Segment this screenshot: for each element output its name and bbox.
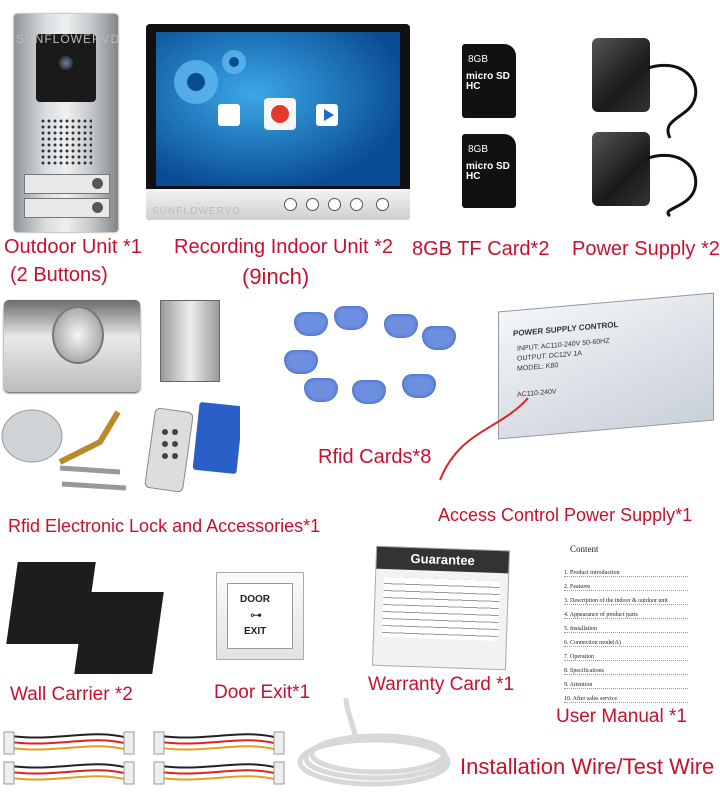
camera-panel xyxy=(36,34,96,102)
monitor-button xyxy=(306,198,319,211)
card-capacity: 8GB xyxy=(468,54,489,65)
watermark-text: SUNFLOWERVD xyxy=(152,206,241,217)
manual-toc-item: 4. Appearance of product parts xyxy=(564,612,688,619)
power-adapter-image xyxy=(592,132,650,206)
short-wires-icon xyxy=(3,731,285,785)
door-exit-label: Door Exit*1 xyxy=(214,682,311,703)
rfid-fob-icon xyxy=(294,312,328,336)
rfid-fob-icon xyxy=(352,380,386,404)
manual-toc-item: 3. Description of the indoor & outdoor u… xyxy=(564,598,688,605)
manual-toc-item: 5. Installation xyxy=(564,626,688,633)
manual-toc-item: 7. Operation xyxy=(564,654,688,661)
call-button-1 xyxy=(24,174,110,194)
exit-bottom-text: EXIT xyxy=(244,626,267,637)
call-button-2 xyxy=(24,198,110,218)
speaker-grill xyxy=(40,118,92,166)
installation-wire-label: Installation Wire/Test Wire xyxy=(460,754,715,779)
manual-toc-item: 2. Features xyxy=(564,584,688,591)
button-knob-icon xyxy=(92,178,103,189)
electronic-lock-image xyxy=(4,300,140,392)
manual-toc-item: 8. Specifications xyxy=(564,668,688,675)
tf-card-image: 8GB micro SD HC xyxy=(462,134,516,208)
indoor-monitor-image: SUNFLOWERVD xyxy=(146,24,410,220)
card-capacity: 8GB xyxy=(468,144,489,155)
rfid-fob-icon xyxy=(334,306,368,330)
lock-accessories-icon xyxy=(1,402,240,493)
outdoor-unit-sublabel: (2 Buttons) xyxy=(10,264,108,286)
wall-carrier-image xyxy=(74,592,164,674)
outdoor-unit-label: Outdoor Unit *1 xyxy=(4,236,142,258)
monitor-button xyxy=(350,198,363,211)
psu-title: POWER SUPPLY CONTROL xyxy=(513,319,619,339)
outdoor-unit-image xyxy=(14,14,118,232)
lock-cylinder-icon xyxy=(52,306,104,364)
rfid-cards-image xyxy=(280,302,470,420)
coiled-cable-icon xyxy=(297,697,451,787)
rfid-cards-label: Rfid Cards*8 xyxy=(318,446,432,468)
warranty-card-image: Guarantee xyxy=(371,545,511,671)
warranty-heading: Guarantee xyxy=(376,546,510,574)
monitor-bezel: SUNFLOWERVD xyxy=(146,189,410,220)
user-manual-image: Content 1. Product introduction 2. Featu… xyxy=(552,540,692,703)
manual-heading: Content xyxy=(570,544,599,554)
wall-carrier-label: Wall Carrier *2 xyxy=(10,684,133,705)
card-brand: micro SD HC xyxy=(466,161,510,182)
exit-button-face: DOOR ⊶ EXIT xyxy=(227,583,293,649)
exit-top-text: DOOR xyxy=(240,594,270,605)
gear-icon xyxy=(174,50,338,130)
button-knob-icon xyxy=(92,202,103,213)
power-adapter-image xyxy=(592,38,650,112)
door-exit-image: DOOR ⊶ EXIT xyxy=(216,572,304,660)
access-psu-label: Access Control Power Supply*1 xyxy=(438,505,693,525)
rfid-fob-icon xyxy=(402,374,436,398)
indoor-unit-sublabel: (9inch) xyxy=(242,264,310,289)
tf-card-image: 8GB micro SD HC xyxy=(462,44,516,118)
rfid-fob-icon xyxy=(304,378,338,402)
rfid-fob-icon xyxy=(284,350,318,374)
tf-card-label: 8GB TF Card*2 xyxy=(412,238,550,260)
warranty-card-label: Warranty Card *1 xyxy=(368,674,515,695)
rfid-fob-icon xyxy=(384,314,418,338)
cable-icon xyxy=(647,63,698,218)
card-brand: micro SD HC xyxy=(466,71,510,92)
rfid-lock-label: Rfid Electronic Lock and Accessories*1 xyxy=(8,516,321,536)
monitor-button xyxy=(284,198,297,211)
warranty-form-lines xyxy=(381,576,500,642)
manual-toc-item: 10. After sales service xyxy=(564,696,688,703)
camera-lens-icon xyxy=(59,56,73,70)
lock-bracket-image xyxy=(160,300,220,382)
indoor-unit-label: Recording Indoor Unit *2 xyxy=(174,236,394,258)
manual-toc-item: 6. Connection mode(A) xyxy=(564,640,688,647)
user-manual-label: User Manual *1 xyxy=(556,706,687,727)
monitor-screen xyxy=(156,32,400,186)
monitor-button xyxy=(376,198,389,211)
watermark-text: SUNFLOWERVD xyxy=(16,32,121,46)
manual-toc-item: 9. Attention xyxy=(564,682,688,689)
key-icon: ⊶ xyxy=(250,608,262,622)
monitor-button xyxy=(328,198,341,211)
rfid-fob-icon xyxy=(422,326,456,350)
power-supply-label: Power Supply *2 xyxy=(572,238,720,260)
manual-toc-item: 1. Product introduction xyxy=(564,570,688,577)
red-wire-icon xyxy=(439,397,529,481)
